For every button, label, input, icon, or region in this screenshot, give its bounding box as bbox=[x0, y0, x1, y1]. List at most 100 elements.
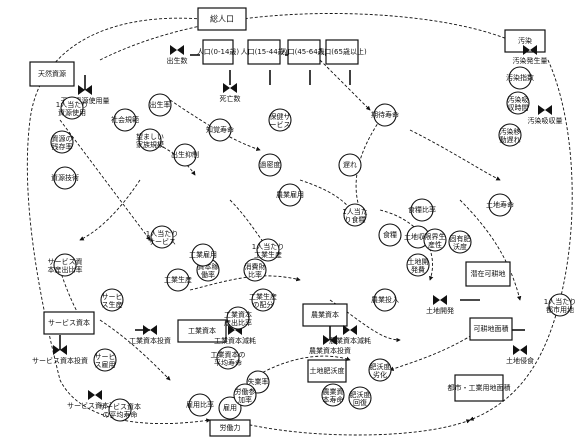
stock-box bbox=[307, 359, 347, 383]
aux-label: 期待寿命 bbox=[371, 110, 399, 119]
stock-pop-0-14: 人口(0-14歳) bbox=[197, 39, 240, 65]
stock-land-fertility: 土地肥沃度 bbox=[307, 359, 347, 383]
aux-node bbox=[53, 253, 77, 277]
stock-label: 土地肥沃度 bbox=[310, 366, 345, 375]
aux-label: 本産出比率 bbox=[48, 265, 83, 274]
aux-node bbox=[93, 348, 117, 372]
stock-label: 潜在可耕地 bbox=[471, 269, 506, 278]
aux-label: 1人当たり bbox=[146, 229, 178, 238]
aux-label: 保健サ bbox=[270, 112, 291, 121]
aux-label: 工業生産 bbox=[254, 250, 282, 259]
rate-births: 出生数 bbox=[167, 45, 188, 65]
aux-node bbox=[406, 253, 430, 277]
aux-node bbox=[448, 230, 472, 254]
aux-node bbox=[53, 166, 77, 190]
stock-box bbox=[302, 303, 348, 327]
aux-label: 1人当た bbox=[342, 207, 367, 216]
aux-node bbox=[378, 223, 402, 247]
valve-icon bbox=[513, 345, 527, 355]
aux-node bbox=[258, 153, 282, 177]
rate-label: 工業資本減耗 bbox=[214, 336, 256, 345]
stock-label: 人口(0-14歳) bbox=[197, 47, 240, 56]
aux-label: の配分 bbox=[253, 300, 274, 309]
aux-label: 本寿命 bbox=[323, 395, 344, 404]
aux-node bbox=[208, 118, 232, 142]
aux-food: 食糧 bbox=[378, 223, 402, 247]
aux-perceived-le: 知覚寿命 bbox=[206, 118, 234, 142]
aux-res-tech: 資源技術 bbox=[51, 166, 79, 190]
aux-label: 肥沃度 bbox=[350, 390, 371, 399]
rate-label: 天然資源使用量 bbox=[61, 96, 110, 105]
valve-icon bbox=[343, 325, 357, 335]
rate-label: 出生数 bbox=[167, 56, 188, 65]
stock-label: 工業資本 bbox=[188, 326, 216, 335]
aux-label: 雇用 bbox=[223, 403, 237, 412]
aux-label: 資本稼 bbox=[198, 262, 219, 271]
aux-label: 加率 bbox=[238, 395, 252, 404]
aux-node bbox=[148, 93, 172, 117]
stock-industrial-cap: 工業資本 bbox=[177, 319, 227, 343]
stock-label: 汚染 bbox=[518, 36, 532, 45]
stock-service-cap: サービス資本 bbox=[43, 311, 95, 335]
aux-label: サービス資本 bbox=[99, 402, 141, 411]
aux-label: 農業投入 bbox=[371, 295, 399, 304]
stock-label: 人口(45-64歳) bbox=[281, 47, 328, 56]
valve-icon bbox=[523, 45, 537, 55]
aux-label: 失業率 bbox=[248, 377, 269, 386]
rate-deaths: 死亡数 bbox=[220, 83, 241, 103]
stock-label: 可耕地面積 bbox=[474, 324, 509, 333]
aux-label: 土地収量 bbox=[404, 232, 432, 241]
aux-label: ス生産 bbox=[102, 300, 123, 309]
aux-job-ratio: 雇用比率 bbox=[186, 393, 214, 417]
aux-node bbox=[113, 108, 137, 132]
aux-node bbox=[166, 268, 190, 292]
aux-ind-output: 工業生産 bbox=[164, 268, 192, 292]
rate-poll-gen: 汚染発生量 bbox=[513, 45, 548, 65]
aux-node bbox=[60, 96, 84, 120]
rate-label: 土地開発 bbox=[426, 306, 454, 315]
aux-node bbox=[410, 198, 434, 222]
aux-label: 食糧 bbox=[383, 230, 397, 239]
aux-node bbox=[138, 128, 162, 152]
aux-label: 社会規範 bbox=[111, 115, 139, 124]
aux-label: ービス bbox=[270, 120, 291, 129]
aux-node bbox=[508, 66, 532, 90]
aux-node bbox=[498, 123, 522, 147]
stock-label: 労働力 bbox=[220, 423, 241, 432]
aux-food-ratio: 食糧比率 bbox=[408, 198, 436, 222]
valve-icon bbox=[538, 105, 552, 115]
aux-label: 資源技術 bbox=[51, 173, 79, 182]
aux-label: 望ましい bbox=[136, 132, 164, 141]
aux-label: 1人当たり bbox=[544, 297, 576, 306]
aux-label: 残存率 bbox=[52, 142, 73, 151]
stock-label: 都市・工業用地面積 bbox=[448, 383, 511, 392]
aux-node bbox=[50, 130, 74, 154]
stock-labor: 労働力 bbox=[209, 419, 251, 437]
aux-node bbox=[243, 258, 267, 282]
aux-label: 産出比率 bbox=[224, 318, 252, 327]
aux-node bbox=[218, 396, 242, 420]
aux-label: 工業資本の bbox=[211, 350, 246, 359]
aux-node bbox=[216, 346, 240, 370]
stock-urban-land: 都市・工業用地面積 bbox=[448, 374, 511, 402]
aux-label: サービ bbox=[102, 292, 123, 301]
stock-box bbox=[202, 39, 234, 65]
rate-svc-invest: サービス資本投資 bbox=[32, 345, 88, 365]
aux-label: 都市用地 bbox=[546, 305, 574, 314]
aux-label: 資源使用 bbox=[58, 108, 86, 117]
rate-label: 農業資本投資 bbox=[309, 346, 351, 355]
aux-jobs: 雇用 bbox=[218, 396, 242, 420]
